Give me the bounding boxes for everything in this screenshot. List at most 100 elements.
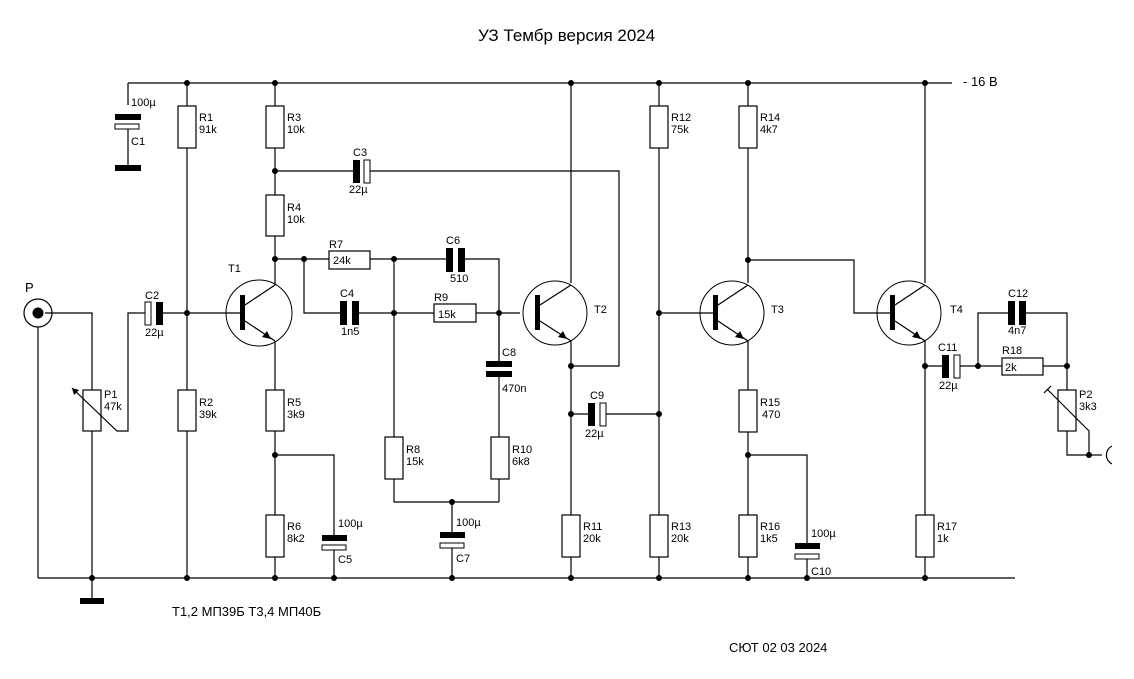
transistor-T4: T4 xyxy=(748,83,963,515)
resistor-R18: R18 2k xyxy=(1001,345,1067,376)
component-label: R7 xyxy=(329,239,343,251)
potentiometer-P2: P2 3k3 xyxy=(1043,385,1113,465)
component-label: T1 xyxy=(228,263,241,275)
component-label: R4 xyxy=(287,202,301,214)
component-label: P xyxy=(25,280,34,295)
component-label: P1 xyxy=(104,389,117,401)
resistor-R14: R14 4k7 xyxy=(738,83,780,283)
component-label: R5 xyxy=(287,397,301,409)
component-label: R16 xyxy=(760,521,780,533)
component-label: 1n5 xyxy=(341,326,359,338)
capacitor-C9: C9 22µ xyxy=(571,390,659,440)
component-label: C1 xyxy=(131,136,145,148)
component-label: 20k xyxy=(671,533,689,545)
capacitor-C12: C12 4n7 xyxy=(977,288,1068,390)
capacitor-C1: 100µ C1 xyxy=(114,97,156,171)
component-label: R2 xyxy=(199,397,213,409)
footer-date: СЮТ 02 03 2024 xyxy=(729,640,827,655)
component-label: 470n xyxy=(502,383,526,395)
junction-dots xyxy=(89,80,1092,581)
component-label: 10k xyxy=(287,214,305,226)
component-label: P2 xyxy=(1079,389,1092,401)
component-label: 22µ xyxy=(145,327,164,339)
component-label: C4 xyxy=(340,288,354,300)
component-label: C9 xyxy=(590,390,604,402)
component-label: 1k5 xyxy=(760,533,778,545)
component-label: C10 xyxy=(811,566,831,578)
component-label: 100µ xyxy=(456,517,481,529)
component-label: R9 xyxy=(434,292,448,304)
resistor-R11: R11 20k xyxy=(561,514,602,578)
resistor-R6: R6 8k2 xyxy=(265,514,305,578)
transistor-types-note: T1,2 МП39Б T3,4 МП40Б xyxy=(172,604,321,619)
component-label: C3 xyxy=(353,147,367,159)
component-label: T4 xyxy=(950,304,963,316)
resistor-R17: R17 1k xyxy=(915,514,957,578)
resistor-R16: R16 1k5 xyxy=(738,514,780,578)
diagram-title: УЗ Тембр версия 2024 xyxy=(478,26,655,45)
component-label: 91k xyxy=(199,124,217,136)
component-label: 39k xyxy=(199,409,217,421)
capacitor-C5: 100µ C5 xyxy=(275,454,363,578)
supply-rail xyxy=(127,82,952,105)
component-label: 100µ xyxy=(131,97,156,109)
component-label: R1 xyxy=(199,112,213,124)
capacitor-C2: C2 22µ xyxy=(136,290,240,339)
resistor-R7: R7 24k xyxy=(275,239,446,270)
resistor-R10: R10 6k8 xyxy=(490,436,532,502)
component-label: C5 xyxy=(338,554,352,566)
component-label: R18 xyxy=(1002,345,1022,357)
component-label: 6k8 xyxy=(512,456,530,468)
component-label: 22µ xyxy=(939,380,958,392)
input-jack-P[interactable]: P xyxy=(23,280,93,578)
component-label: R11 xyxy=(583,521,602,533)
capacitor-C4: C4 1n5 xyxy=(303,259,434,338)
resistor-R5: R5 3k9 xyxy=(265,389,305,515)
transistor-T1: T1 xyxy=(225,263,293,390)
component-label: R8 xyxy=(406,444,420,456)
component-label: 2k xyxy=(1005,362,1017,374)
supply-voltage-label: - 16 В xyxy=(963,74,998,89)
component-label: R10 xyxy=(512,444,532,456)
component-label: R13 xyxy=(671,521,691,533)
transistor-T2: T2 xyxy=(522,83,607,515)
component-label: 75k xyxy=(671,124,689,136)
component-label: 510 xyxy=(450,273,468,285)
component-label: 3k3 xyxy=(1079,401,1097,413)
component-label: T3 xyxy=(771,304,784,316)
component-label: 15k xyxy=(406,456,424,468)
component-label: R15 xyxy=(760,397,780,409)
potentiometer-P1: P1 47k xyxy=(71,312,136,578)
component-label: C2 xyxy=(145,290,159,302)
component-label: 20k xyxy=(583,533,601,545)
component-label: 1k xyxy=(937,533,949,545)
component-label: R3 xyxy=(287,112,301,124)
component-label: C12 xyxy=(1008,288,1028,300)
resistor-R9: R9 15k xyxy=(433,292,520,323)
component-label: 4k7 xyxy=(760,124,778,136)
resistor-R13: R13 20k xyxy=(649,514,691,578)
component-label: C8 xyxy=(502,347,516,359)
component-label: C11 xyxy=(938,342,957,354)
capacitor-C8: C8 470n xyxy=(486,313,526,437)
component-label: 3k9 xyxy=(287,409,305,421)
resistor-R12: R12 75k xyxy=(649,83,691,515)
resistor-R8: R8 15k xyxy=(384,259,499,503)
resistor-R2: R2 39k xyxy=(177,389,217,578)
component-label: 4n7 xyxy=(1008,325,1026,337)
capacitor-C11: C11 22µ xyxy=(925,342,1002,392)
component-label: R17 xyxy=(937,521,957,533)
component-label: 100µ xyxy=(811,528,836,540)
component-label: 15k xyxy=(438,309,456,321)
resistor-R3: R3 10k xyxy=(265,83,305,195)
ground-rail xyxy=(38,577,1015,604)
resistor-R4: R4 10k xyxy=(265,194,305,281)
resistor-R1: R1 91k xyxy=(177,83,217,390)
component-label: 22µ xyxy=(585,428,604,440)
output-jack[interactable] xyxy=(1105,445,1113,465)
component-label: 10k xyxy=(287,124,305,136)
capacitor-C3: C3 22µ xyxy=(275,147,620,367)
component-label: 100µ xyxy=(338,518,363,530)
component-label: 8k2 xyxy=(287,533,305,545)
component-label: 470 xyxy=(762,409,780,421)
